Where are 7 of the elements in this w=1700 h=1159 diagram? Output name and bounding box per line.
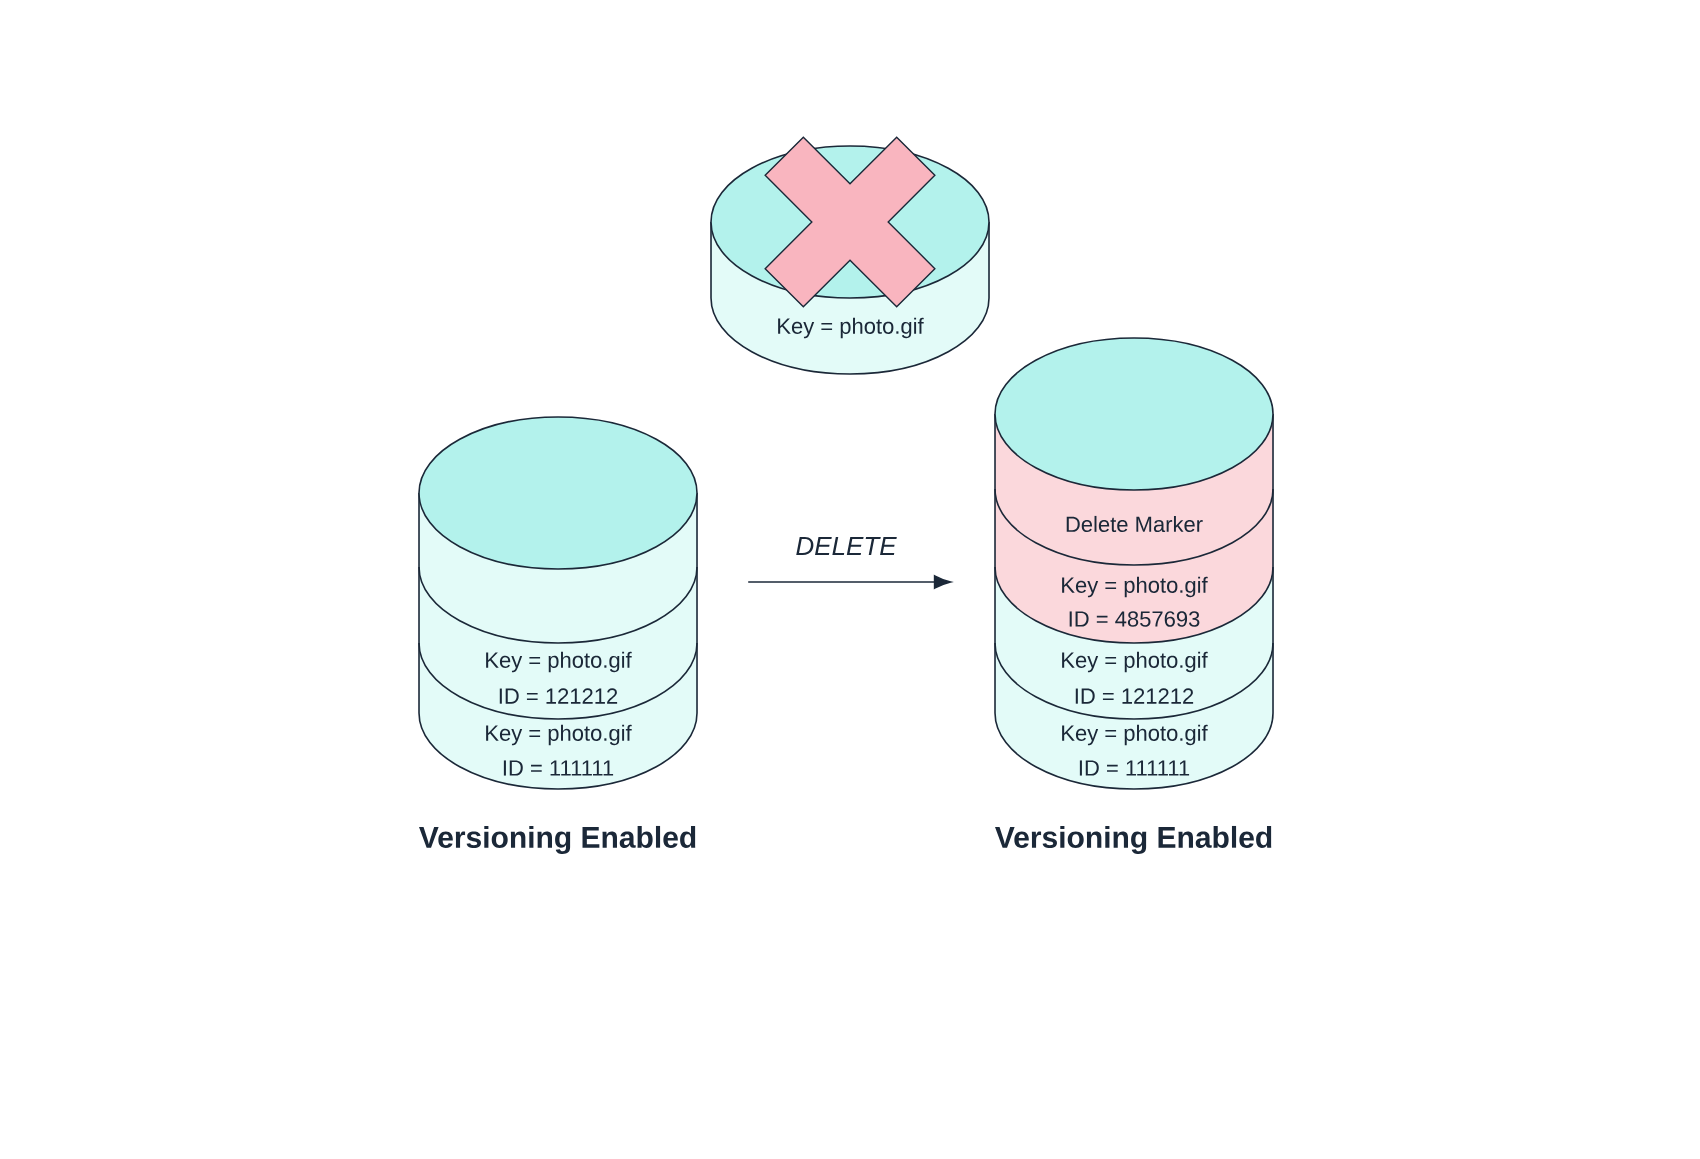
arrow <box>747 575 952 589</box>
database-cylinder: Key = photo.gif <box>710 136 990 375</box>
edge-label: DELETE <box>793 535 899 557</box>
database-cylinder: Key = photo.gif ID = 121212 Key = photo.gif ID = 111111 <box>418 416 698 790</box>
node-label: Versioning Enabled <box>419 825 696 855</box>
database-cylinder: Delete Marker Key = photo.gif ID = 4857693 Key = photo.gif ID = 121212 Key = photo.gif ID = 111111 <box>994 337 1274 790</box>
node-label: Versioning Enabled <box>995 825 1272 855</box>
